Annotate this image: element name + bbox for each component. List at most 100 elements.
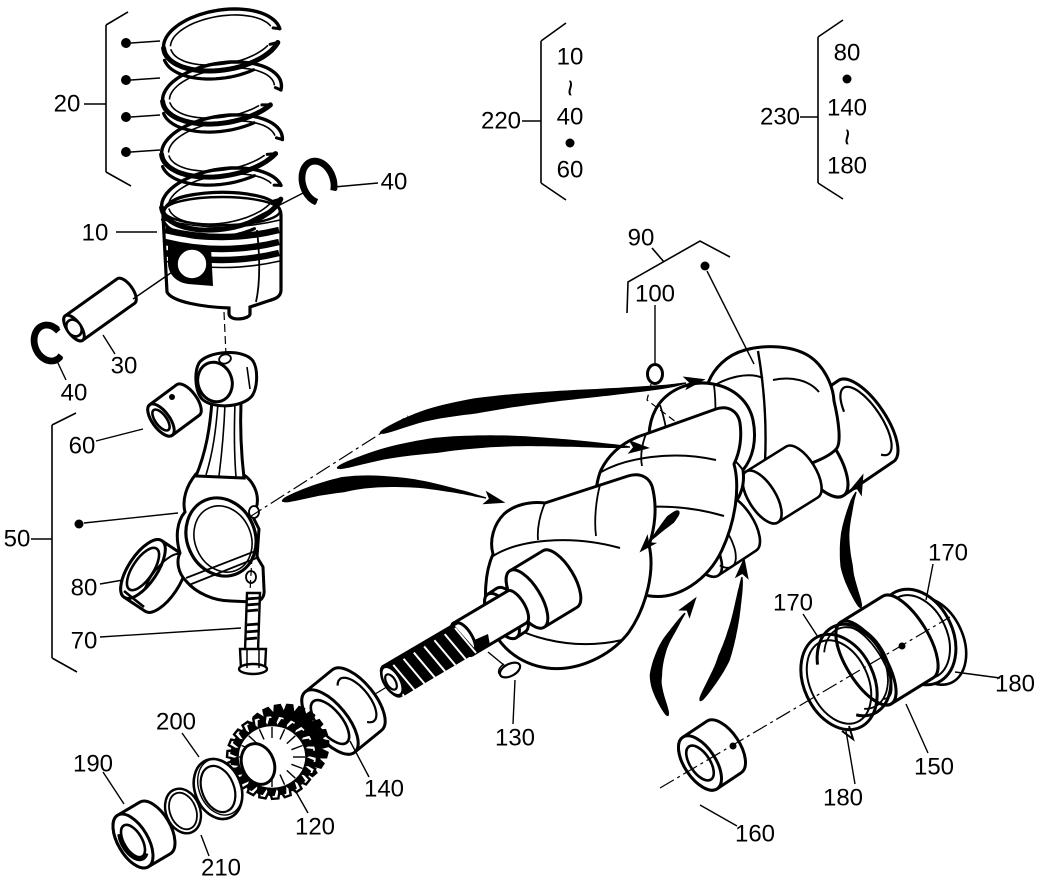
ref-220-separator-dot [565, 138, 575, 148]
assembly-arrow-head [627, 439, 650, 454]
crankshaft-detail-detail [392, 664, 416, 691]
connecting-rod-detail [193, 399, 246, 480]
connecting-rod-detail [246, 366, 251, 390]
assembly-arrow-head [639, 534, 658, 553]
crankshaft-detail-detail [741, 444, 823, 525]
piston-ring-detail [265, 152, 278, 156]
leader-pin-bore [132, 267, 179, 300]
part-label-80: 80 [71, 575, 98, 602]
crankshaft-detail-detail [536, 502, 546, 541]
ref-230-range-tilde: ~ [831, 128, 864, 146]
timing-gear-detail [291, 763, 303, 770]
ref-230-item-180: 180 [827, 153, 867, 180]
piston-detail [180, 271, 208, 283]
crankshaft [379, 345, 900, 698]
piston-ring-detail [160, 60, 284, 106]
o-ring [646, 363, 664, 385]
bearing-140-detail [336, 676, 378, 724]
centerline-oring [646, 383, 677, 423]
snap-ring-left-detail [31, 322, 64, 364]
part-label-70: 70 [71, 628, 98, 655]
bracket-220 [522, 22, 567, 201]
crankshaft-detail-detail [839, 385, 893, 457]
piston-detail [255, 229, 261, 303]
ring-dot-2 [121, 75, 131, 85]
connecting-rod-detail [185, 549, 260, 586]
timing-gear-detail [258, 729, 265, 740]
ref-230-item-80: 80 [834, 40, 861, 67]
leader-120 [290, 782, 309, 814]
ring-200-detail [197, 758, 243, 816]
bearing-190-detail [117, 833, 149, 862]
connecting-rod-detail [218, 353, 232, 365]
leader-dots [74, 38, 737, 750]
part-label-30: 30 [111, 353, 138, 380]
small-end-bushing-detail [146, 382, 203, 438]
ring-dot-4 [121, 147, 131, 157]
rod-bolt-detail [246, 649, 260, 668]
bearing-160-detail-detail [684, 744, 716, 782]
construction-lines [223, 311, 951, 789]
leader-90-crank [706, 270, 755, 365]
rod-bolt [237, 591, 269, 676]
assembly-arrow [649, 612, 686, 717]
assembly-arrow [839, 491, 863, 609]
piston-ring-detail [274, 136, 284, 142]
piston-ring-detail [159, 196, 284, 233]
leader-180-bottom [845, 730, 856, 785]
leader-150 [905, 703, 929, 754]
crankshaft-detail-detail [423, 645, 446, 673]
piston-ring [161, 7, 282, 81]
crankshaft-detail-detail [433, 639, 457, 666]
part-label-150: 150 [914, 754, 954, 781]
ref-220-range-tilde: ~ [554, 79, 587, 97]
leader-170-left [802, 613, 819, 638]
timing-gear-detail [239, 742, 277, 786]
ref-220-item-60: 60 [557, 157, 584, 184]
piston-ring-detail [168, 67, 276, 100]
timing-gear-detail [291, 744, 303, 751]
piston-ring-detail [273, 86, 283, 92]
bracket-230 [800, 19, 844, 200]
part-label-180-bottom: 180 [823, 785, 863, 812]
crankshaft-detail-detail [756, 350, 767, 463]
crankshaft-detail-detail [594, 484, 601, 537]
part-label-60: 60 [69, 433, 96, 460]
big-end-bearing-shell [119, 538, 188, 614]
piston-ring-detail [271, 197, 283, 203]
assembly-arrow [336, 435, 630, 470]
crankshaft-detail-detail-detail [741, 469, 783, 525]
part-label-230: 230 [760, 104, 800, 131]
rod-dot [74, 519, 84, 529]
ref-230-separator-dot [842, 74, 852, 84]
piston-ring-detail [161, 218, 256, 240]
centerline-carrier [659, 616, 951, 789]
big-end-bearing-shell-detail [143, 552, 181, 591]
part-label-40-top: 40 [381, 169, 408, 196]
leader-lines [31, 11, 1001, 857]
piston-ring-detail [161, 40, 281, 74]
part-label-120: 120 [295, 814, 335, 841]
part-label-130: 130 [495, 725, 535, 752]
piston-ring-detail [162, 111, 256, 134]
leader-80 [99, 579, 124, 585]
crankshaft-detail-detail [402, 658, 426, 685]
timing-gear-detail [286, 735, 296, 745]
main-bearing-carrier-detail-detail [823, 626, 889, 710]
part-label-180-right: 180 [995, 671, 1035, 698]
part-label-140: 140 [364, 776, 404, 803]
assembly-arrows [281, 376, 864, 717]
bracket-90 [626, 240, 731, 314]
ref-220-item-10: 10 [557, 44, 584, 71]
piston-ring-detail [271, 26, 282, 31]
ring-dot-3 [121, 112, 131, 122]
small-end-bushing [146, 382, 203, 438]
assembly-arrow [281, 475, 487, 503]
piston-ring-detail [167, 172, 272, 206]
piston-ring-detail [268, 41, 280, 46]
snap-ring-left-detail [30, 321, 64, 365]
part-labels: 2010403040605080709010013014012020019021… [4, 91, 1035, 882]
ring-200-detail [199, 764, 237, 814]
